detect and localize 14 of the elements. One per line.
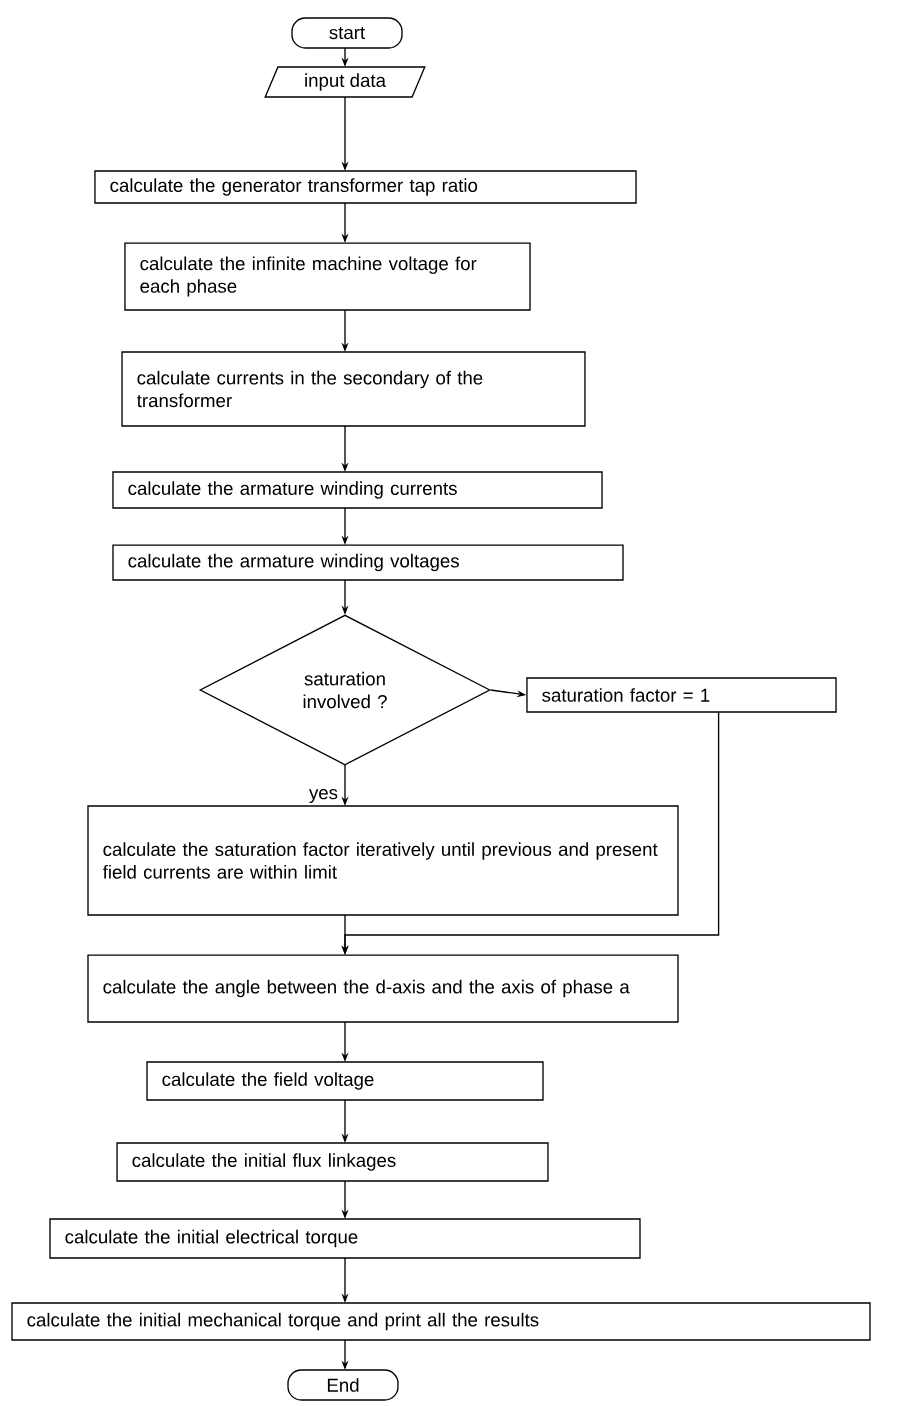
process-box: calculate the initial flux linkages [116, 1142, 549, 1182]
process-box: calculate the saturation factor iteratively until previous and present field currents are within limit [87, 805, 679, 916]
edge-label: yes [309, 789, 338, 803]
process-box: calculate the infinite machine voltage for each phase [124, 242, 531, 311]
input-parallelogram: input data [264, 66, 426, 98]
process-box: calculate the armature winding voltages [112, 544, 624, 581]
process-box: calculate the angle between the d-axis and the axis of phase a [87, 954, 679, 1023]
process-box: calculate the generator transformer tap ratio [94, 170, 637, 204]
process-box: calculate currents in the secondary of the transformer [121, 351, 586, 427]
process-box: calculate the armature winding currents [112, 471, 603, 509]
process-box: calculate the field voltage [146, 1061, 544, 1101]
process-box: calculate the initial electrical torque [49, 1218, 641, 1259]
process-box: calculate the initial mechanical torque and print all the results [11, 1302, 871, 1341]
process-box: saturation factor = 1 [526, 677, 837, 713]
